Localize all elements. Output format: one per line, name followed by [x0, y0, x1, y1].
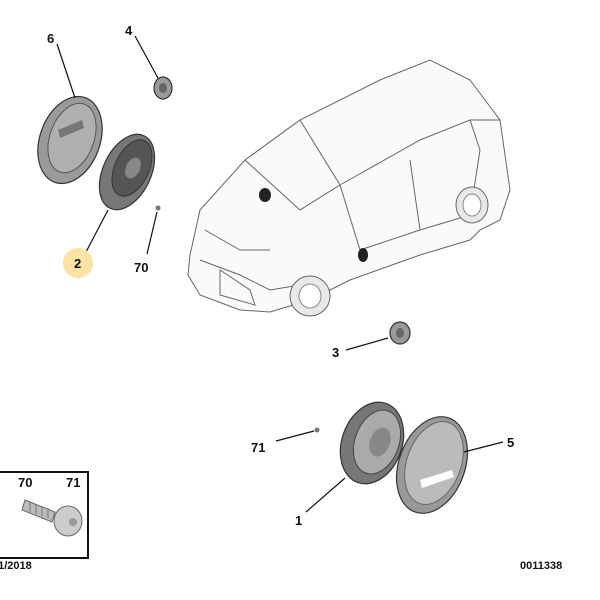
part-71-screw[interactable]	[314, 427, 320, 433]
callout-4[interactable]: 4	[125, 23, 133, 38]
footer-reference: 0011338	[520, 560, 562, 572]
part-4-grommet[interactable]	[153, 76, 173, 100]
callout-70[interactable]: 70	[134, 260, 148, 275]
callout-71[interactable]: 71	[251, 440, 265, 455]
part-5-cover[interactable]	[384, 407, 480, 524]
callout-5[interactable]: 5	[507, 435, 514, 450]
part-1-speaker[interactable]	[329, 393, 414, 492]
part-2-speaker[interactable]	[88, 126, 165, 219]
callout-6[interactable]: 6	[47, 31, 54, 46]
footer-date: 01/2018	[0, 560, 32, 572]
inset-label-70: 70	[18, 475, 32, 490]
callout-1[interactable]: 1	[295, 513, 302, 528]
part-3-grommet[interactable]	[389, 321, 411, 345]
highlight-circle	[63, 248, 93, 278]
fastener-inset: 70 71	[0, 471, 89, 559]
part-70-screw[interactable]	[155, 205, 161, 211]
inset-label-71: 71	[66, 475, 80, 490]
part-6-cover[interactable]	[26, 87, 113, 192]
callout-2[interactable]: 2	[74, 256, 81, 271]
van-illustration	[187, 59, 511, 317]
callout-3[interactable]: 3	[332, 345, 339, 360]
